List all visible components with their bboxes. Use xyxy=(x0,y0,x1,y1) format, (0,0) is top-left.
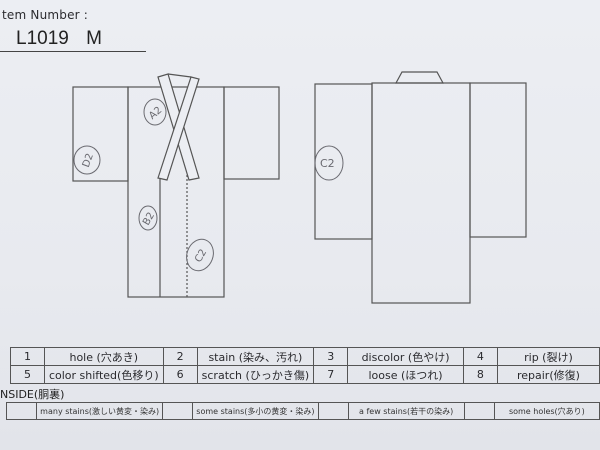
inside-option-label: a few stains(若干の染み) xyxy=(347,402,465,420)
legend-label: scratch (ひっかき傷) xyxy=(196,365,315,384)
mark-c2-text: C2 xyxy=(193,247,209,264)
legend-label: discolor (色やけ) xyxy=(347,347,464,366)
legend-num: 6 xyxy=(162,365,198,384)
inside-checkbox-many-stains[interactable] xyxy=(5,402,38,420)
legend-row: 1 hole (穴あき) 2 stain (染み、汚れ) 3 discolor … xyxy=(10,347,600,366)
damage-legend-table: 1 hole (穴あき) 2 stain (染み、汚れ) 3 discolor … xyxy=(10,347,600,384)
mark-c2-circle xyxy=(186,238,214,272)
inside-section-label: NSIDE(胴裏) xyxy=(0,388,65,401)
collar-top xyxy=(167,73,192,78)
inside-row: many stains(激しい黄変・染み) some stains(多小の黄変・… xyxy=(5,402,600,420)
legend-num: 5 xyxy=(10,365,45,384)
mark-back-c2-text: C2 xyxy=(320,157,335,170)
legend-num: 4 xyxy=(462,347,498,366)
legend-num: 2 xyxy=(162,347,198,366)
mark-d2-text: D2 xyxy=(81,152,96,169)
front-damage-marks: A2 D2 B2 C2 xyxy=(73,98,214,272)
legend-label: stain (染み、汚れ) xyxy=(196,347,315,366)
legend-num: 8 xyxy=(462,365,498,384)
collar-band-left xyxy=(157,76,200,181)
legend-label: hole (穴あき) xyxy=(43,347,164,366)
front-body xyxy=(127,86,225,298)
front-right-sleeve xyxy=(223,86,280,180)
back-right-sleeve xyxy=(469,82,527,238)
legend-num: 1 xyxy=(10,347,45,366)
kimono-diagram: A2 D2 B2 C2 C2 xyxy=(72,71,527,304)
inside-option-label: some holes(穴あり) xyxy=(493,402,600,420)
inside-option-label: some stains(多小の黄変・染み) xyxy=(192,402,319,420)
legend-label: loose (ほつれ) xyxy=(347,365,464,384)
inside-checkbox-some-stains[interactable] xyxy=(162,402,194,420)
inside-condition-table: many stains(激しい黄変・染み) some stains(多小の黄変・… xyxy=(5,402,600,420)
back-damage-marks: C2 xyxy=(314,145,344,181)
mark-back-c2-circle xyxy=(314,145,344,181)
inside-checkbox-some-holes[interactable] xyxy=(463,402,495,420)
mark-d2-circle xyxy=(73,145,101,175)
kimono-back-view xyxy=(314,71,527,304)
inside-checkbox-few-stains[interactable] xyxy=(317,402,349,420)
back-collar xyxy=(394,71,445,84)
back-body xyxy=(371,82,471,304)
mark-b2-circle xyxy=(138,205,158,231)
inside-option-label: many stains(激しい黄変・染み) xyxy=(36,402,164,420)
legend-label: repair(修復) xyxy=(496,365,600,384)
item-number-underline xyxy=(0,51,146,52)
kimono-front-view xyxy=(72,73,280,298)
mark-a2-circle xyxy=(143,98,167,126)
legend-num: 3 xyxy=(313,347,349,366)
legend-label: color shifted(色移り) xyxy=(43,365,164,384)
item-number-value: L1019 M xyxy=(16,28,102,49)
legend-row: 5 color shifted(色移り) 6 scratch (ひっかき傷) 7… xyxy=(10,365,600,384)
item-number-label: tem Number : xyxy=(2,8,89,22)
front-left-sleeve xyxy=(72,86,129,182)
mark-a2-text: A2 xyxy=(147,105,164,122)
legend-num: 7 xyxy=(313,365,349,384)
legend-label: rip (裂け) xyxy=(496,347,600,366)
